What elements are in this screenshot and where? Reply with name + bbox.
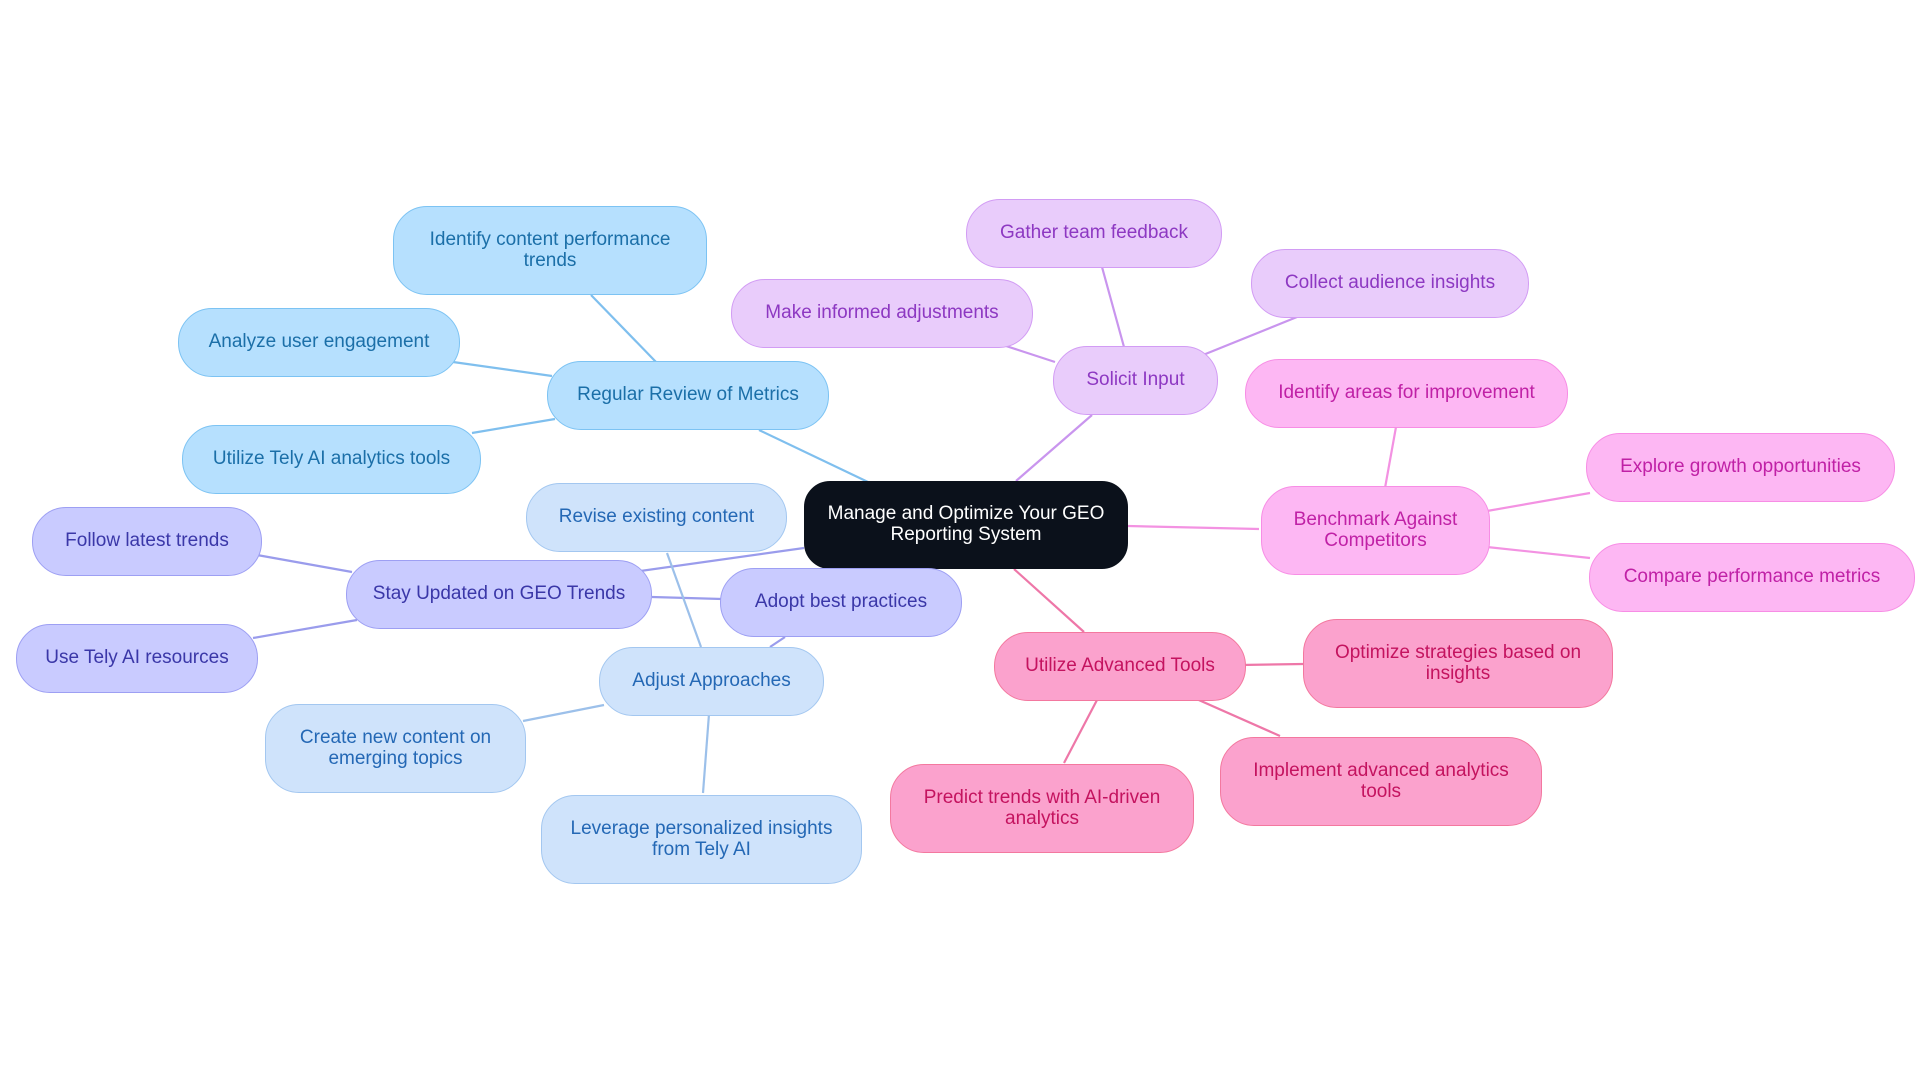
edge-solicit-audience	[1202, 315, 1298, 357]
leaf-revise-existing-content: Revise existing content	[526, 483, 787, 552]
leaf-identify-content-performance-trends: Identify content performance trends	[393, 206, 707, 295]
leaf-leverage-personalized-insights: Leverage personalized insights from Tely…	[541, 795, 862, 884]
leaf-use-tely-ai-resources: Use Tely AI resources	[16, 624, 258, 693]
leaf-adopt-best-practices: Adopt best practices	[720, 568, 962, 637]
leaf-implement-advanced-analytics-tools: Implement advanced analytics tools	[1220, 737, 1542, 826]
branch-benchmark-against-competitors: Benchmark Against Competitors	[1261, 486, 1490, 575]
leaf-explore-growth-opportunities: Explore growth opportunities	[1586, 433, 1895, 502]
edge-root-solicit-input	[1015, 414, 1093, 482]
edge-root-stay-updated	[611, 546, 805, 577]
edge-adjust-leverage	[701, 713, 711, 794]
edge-benchmark-explore	[1486, 491, 1591, 513]
leaf-analyze-user-engagement: Analyze user engagement	[178, 308, 460, 377]
edge-advanced-optimize	[1239, 662, 1304, 667]
edge-regular-review-trends	[590, 294, 657, 363]
leaf-make-informed-adjustments: Make informed adjustments	[731, 279, 1033, 348]
edge-regular-review-engagement	[452, 360, 553, 378]
edge-stay-updated-follow	[256, 553, 353, 574]
leaf-compare-performance-metrics: Compare performance metrics	[1589, 543, 1915, 612]
branch-adjust-approaches: Adjust Approaches	[599, 647, 824, 716]
leaf-follow-latest-trends: Follow latest trends	[32, 507, 262, 576]
leaf-utilize-tely-ai-analytics-tools: Utilize Tely AI analytics tools	[182, 425, 481, 494]
edge-stay-updated-best-practices	[651, 595, 723, 601]
branch-utilize-advanced-tools: Utilize Advanced Tools	[994, 632, 1246, 701]
edge-adjust-revise	[665, 552, 703, 648]
edge-stay-updated-resources	[252, 618, 358, 640]
leaf-identify-areas-for-improvement: Identify areas for improvement	[1245, 359, 1568, 428]
edge-advanced-implement	[1191, 695, 1281, 738]
leaf-create-new-content-on-emerging-topics: Create new content on emerging topics	[265, 704, 526, 793]
branch-stay-updated-on-geo-trends: Stay Updated on GEO Trends	[346, 560, 652, 629]
edge-advanced-predict	[1063, 699, 1098, 764]
leaf-gather-team-feedback: Gather team feedback	[966, 199, 1222, 268]
edge-benchmark-compare	[1486, 545, 1591, 560]
branch-solicit-input: Solicit Input	[1053, 346, 1218, 415]
edge-root-advanced-tools	[1013, 568, 1085, 633]
central-topic: Manage and Optimize Your GEO Reporting S…	[804, 481, 1128, 569]
branch-regular-review-of-metrics: Regular Review of Metrics	[547, 361, 829, 430]
leaf-optimize-strategies-based-on-insights: Optimize strategies based on insights	[1303, 619, 1613, 708]
edge-adjust-best-practices	[769, 636, 786, 648]
edge-solicit-adjustments	[1005, 344, 1056, 364]
leaf-collect-audience-insights: Collect audience insights	[1251, 249, 1529, 318]
leaf-predict-trends-with-ai-driven-analytics: Predict trends with AI-driven analytics	[890, 764, 1194, 853]
edge-adjust-create	[522, 703, 605, 723]
edge-root-benchmark	[1127, 524, 1260, 531]
edge-benchmark-identify	[1383, 426, 1398, 489]
edge-root-regular-review	[758, 429, 869, 483]
edge-solicit-gather	[1100, 266, 1126, 348]
edge-regular-review-analytics	[471, 417, 556, 435]
